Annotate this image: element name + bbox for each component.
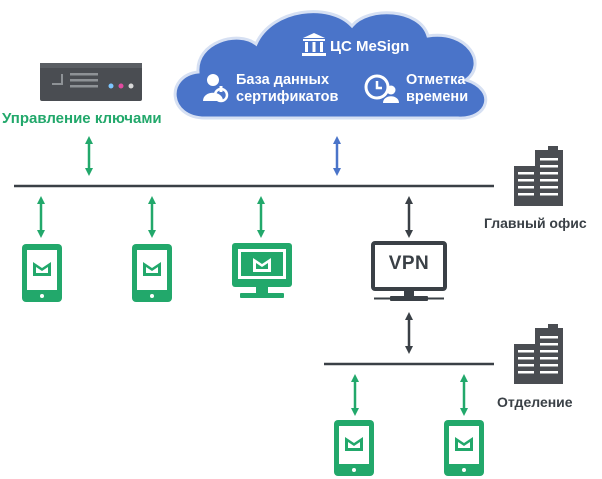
tablet-icon	[132, 244, 172, 302]
cert-db-label: База данных сертификатов	[236, 72, 338, 106]
cert-db-line1: База данных	[236, 72, 330, 88]
clock-person-icon	[364, 74, 399, 103]
bank-icon	[302, 33, 326, 56]
vpn-monitor-icon	[371, 241, 447, 301]
cloud-ca	[173, 10, 488, 120]
tablet-icon	[334, 420, 374, 476]
building-icon	[514, 146, 563, 206]
tablet-icon	[22, 244, 62, 302]
timestamp-line2: времени	[406, 89, 469, 105]
timestamp-label: Отметка времени	[406, 72, 468, 106]
cert-db-line2: сертификатов	[236, 89, 339, 105]
key-person-icon	[203, 74, 229, 103]
building-icon	[514, 324, 563, 384]
server-icon	[40, 63, 142, 101]
timestamp-line1: Отметка	[406, 72, 466, 88]
vpn-label: VPN	[388, 253, 430, 274]
tablet-icon	[444, 420, 484, 476]
key-management-label: Управление ключами	[2, 110, 162, 127]
monitor-icon	[232, 243, 292, 298]
head-office-label: Главный офис	[484, 215, 587, 231]
cloud-title: ЦС MeSign	[330, 38, 410, 55]
branch-label: Отделение	[497, 394, 573, 410]
